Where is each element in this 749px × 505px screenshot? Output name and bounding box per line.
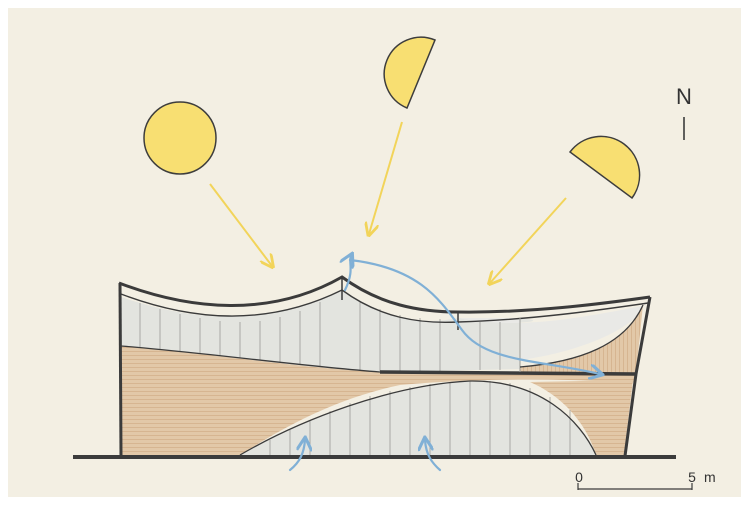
sun-half-icon (568, 135, 641, 200)
left-wall (118, 282, 123, 457)
scale-start-label: 0 (575, 469, 583, 485)
north-arrow-icon: N (676, 84, 692, 140)
scale-unit-label: m (704, 469, 716, 485)
scale-bar: 0 5 m (575, 469, 716, 490)
curved-arrow-icon (425, 440, 442, 472)
sun-ray-arrow (369, 121, 403, 234)
curved-arrow-icon (288, 440, 305, 472)
sun-ray-arrow (209, 183, 272, 266)
lower-glazing (240, 380, 596, 455)
slab-curve (120, 345, 381, 373)
sun-half-icon (383, 36, 436, 109)
north-label: N (676, 84, 692, 109)
roof-inner (120, 289, 649, 324)
lower-arch-outline (239, 380, 597, 456)
building-section (118, 275, 652, 457)
right-wing-curve (519, 304, 644, 368)
roof-outer (118, 275, 651, 314)
airflow-arrow (345, 256, 351, 292)
right-timber-wedge (520, 305, 643, 374)
scale-end-label: 5 (688, 469, 696, 485)
sun-ray-arrow (490, 197, 567, 283)
upper-mullions (139, 301, 501, 371)
right-pier (530, 380, 633, 455)
right-wall (623, 296, 652, 457)
upper-glazing (121, 291, 534, 372)
sun-full-icon (143, 101, 217, 175)
airflow-arrow (348, 258, 600, 374)
